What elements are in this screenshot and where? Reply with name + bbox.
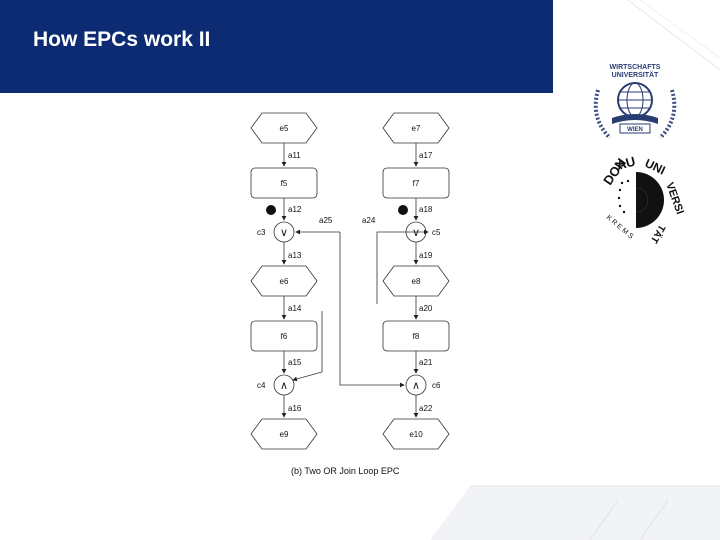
arc-label: a19 (419, 251, 433, 260)
title-bar (0, 0, 553, 93)
event-label: e7 (412, 124, 421, 133)
event-shape (382, 418, 450, 450)
donau-logo: DON AU UNI VERSI TÄT K R E M S (600, 154, 686, 246)
wu-logo: WIRTSCHAFTS UNIVERSITÄT WIEN (593, 64, 677, 140)
connector-symbol: ∧ (280, 380, 288, 392)
event-shape (382, 112, 450, 144)
start-dot (398, 205, 408, 215)
arc-label: a11 (288, 151, 301, 160)
connector-symbol: ∨ (280, 227, 288, 239)
connector-symbol: ∨ (412, 227, 420, 239)
event-label: e6 (280, 277, 289, 286)
figure-caption: (b) Two OR Join Loop EPC (291, 466, 400, 476)
arc-label: a16 (288, 404, 302, 413)
university-seal-icon (593, 82, 677, 140)
arc-label: a17 (419, 151, 433, 160)
event-label: e5 (280, 124, 289, 133)
function-label: f7 (413, 179, 420, 188)
arc-label: a24 (362, 216, 376, 225)
arc-label: a13 (288, 251, 302, 260)
connector-symbol: ∧ (412, 380, 420, 392)
slide-title: How EPCs work II (33, 28, 211, 51)
arc-label: a15 (288, 358, 302, 367)
event-shape (250, 418, 318, 450)
wu-logo-line2: UNIVERSITÄT (612, 71, 659, 79)
arc-label: a25 (319, 216, 333, 225)
arc-label: a12 (288, 205, 302, 214)
event-shape (250, 112, 318, 144)
function-label: f5 (281, 179, 288, 188)
start-dot (266, 205, 276, 215)
arc-label: a22 (419, 404, 433, 413)
svg-text:AU: AU (615, 154, 637, 173)
connector-label: c3 (257, 228, 266, 237)
event-shape (382, 265, 450, 297)
connector-label: c6 (432, 381, 441, 390)
event-label: e8 (412, 277, 421, 286)
event-label: e10 (409, 430, 423, 439)
connector-label: c4 (257, 381, 266, 390)
arc-label: a14 (288, 304, 302, 313)
function-label: f6 (281, 332, 288, 341)
connector-label: c5 (432, 228, 441, 237)
event-label: e9 (280, 430, 289, 439)
arc-label: a21 (419, 358, 433, 367)
function-label: f8 (413, 332, 420, 341)
wu-logo-line3: WIEN (627, 127, 643, 133)
arc-label: a18 (419, 205, 433, 214)
event-shape (250, 265, 318, 297)
arc-label: a20 (419, 304, 433, 313)
wu-logo-line1: WIRTSCHAFTS (610, 64, 661, 71)
